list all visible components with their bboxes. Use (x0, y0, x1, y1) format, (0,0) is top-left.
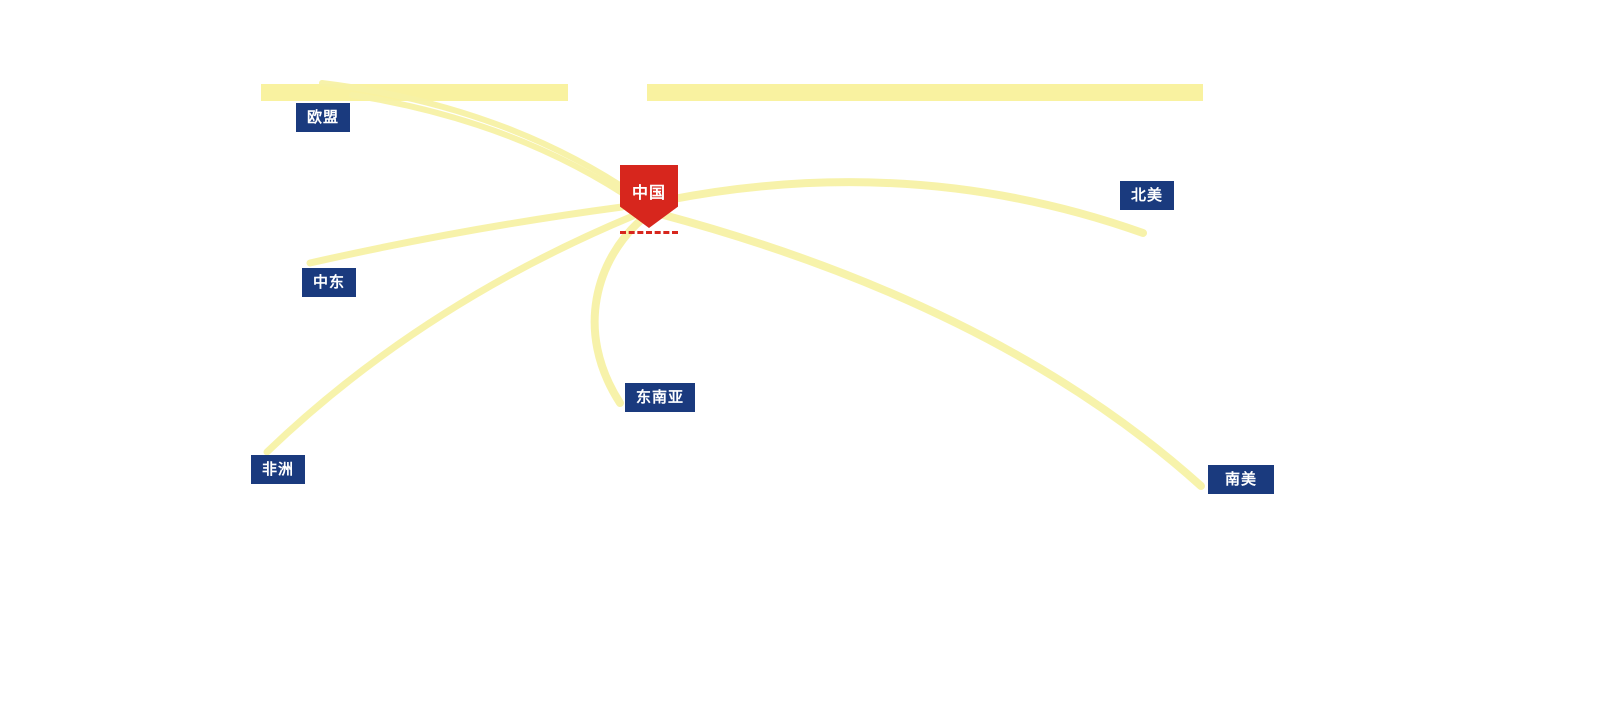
region-label-middle-east: 中东 (302, 268, 357, 297)
top-bar-left-segment (261, 84, 568, 101)
region-label-north-america: 北美 (1120, 181, 1175, 210)
route-africa (263, 212, 637, 456)
region-label-eu: 欧盟 (296, 103, 351, 132)
route-north-america (664, 178, 1147, 237)
china-marker-dashes (620, 231, 678, 234)
region-label-south-america: 南美 (1208, 465, 1275, 494)
region-label-africa: 非洲 (251, 455, 306, 484)
route-south-america (656, 210, 1205, 490)
region-label-southeast-asia: 东南亚 (625, 383, 696, 412)
route-eu-outer (319, 80, 648, 205)
china-marker-label: 中国 (631, 185, 666, 202)
top-bar-right-segment (647, 84, 1203, 101)
route-southeast-asia (590, 216, 645, 407)
route-eu-inner (349, 92, 653, 215)
route-middle-east (306, 203, 626, 267)
